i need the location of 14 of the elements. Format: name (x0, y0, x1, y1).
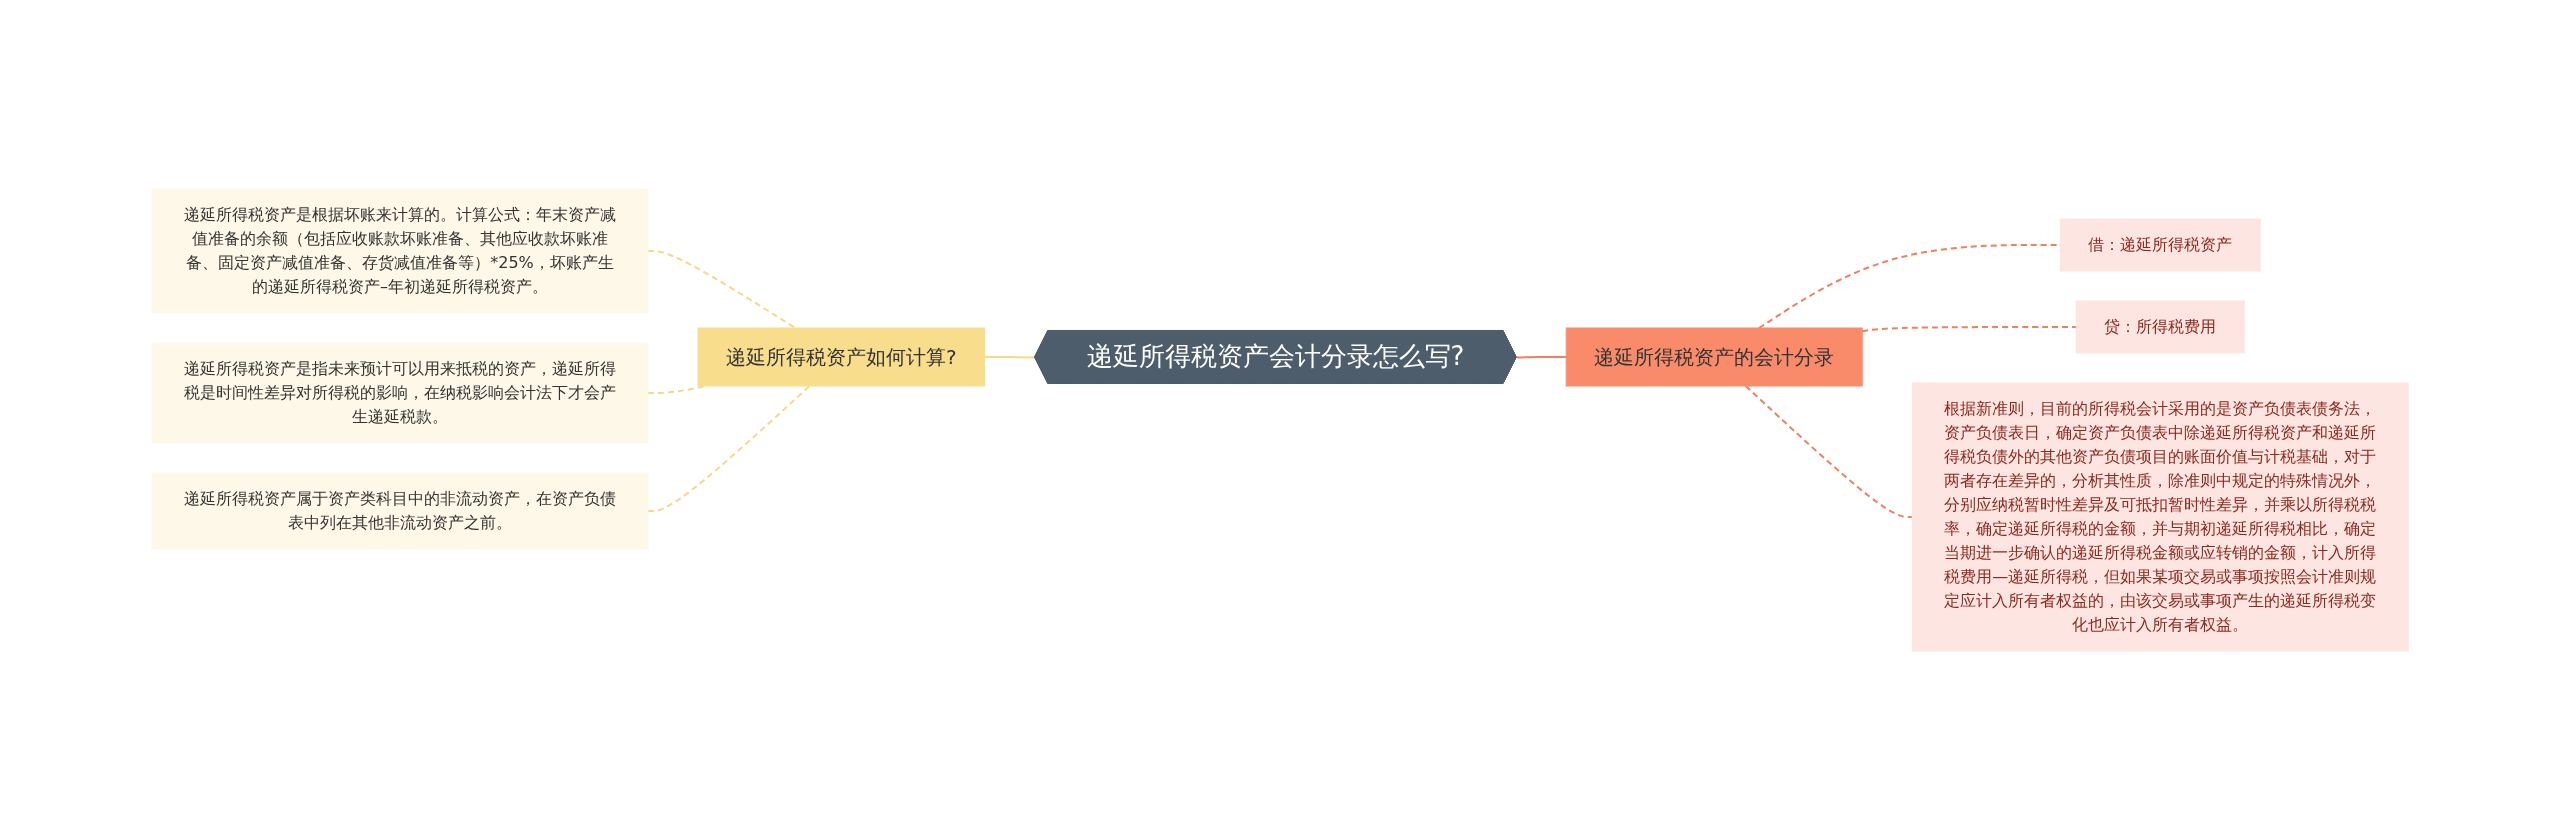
connector (1861, 325, 2078, 332)
connector (646, 384, 811, 512)
node-box: 递延所得税资产如何计算? (697, 327, 985, 386)
node-box: 递延所得税资产的会计分录 (1565, 327, 1863, 386)
node-box: 贷：所得税费用 (2075, 300, 2245, 353)
connector (646, 249, 797, 329)
connector (1744, 384, 1914, 518)
node-box: 递延所得税资产属于资产类科目中的非流动资产，在资产负债表中列在其他非流动资产之前。 (151, 472, 649, 549)
node-box: 借：递延所得税资产 (2059, 218, 2261, 271)
node-box: 递延所得税资产是根据坏账来计算的。计算公式：年末资产减值准备的余额（包括应收账款坏账准备、其他应收款坏账准备、固定资产减值准备、存货减值准备等）*25%，坏账产生的递延所得税资产–年初递延所得税资产。 (151, 188, 649, 313)
node-box: 递延所得税资产是指未来预计可以用来抵税的资产，递延所得税是时间性差异对所得税的影响，在纳税影响会计法下才会产生递延税款。 (151, 342, 649, 443)
connector (983, 355, 1036, 358)
connector (1515, 355, 1568, 358)
node-box: 根据新准则，目前的所得税会计采用的是资产负债表债务法，资产负债表日，确定资产负债表中除递延所得税资产和递延所得税负债外的其他资产负债项目的账面价值与计税基础，对于两者存在差异的，分析其性质，除准则中规定的特殊情况外，分别应纳税暂时性差异及可抵扣暂时性差异，并乘以所得税税率，确定递延所得税的金额，并与期初递延所得税相比，确定当期进一步确认的递延所得税金额或应转销的金额，计入所得税费用—递延所得税，但如果某项交易或事项按照会计准则规定应计入所有者权益的，由该交易或事项产生的递延所得税变化也应计入所有者权益。 (1911, 382, 2409, 651)
